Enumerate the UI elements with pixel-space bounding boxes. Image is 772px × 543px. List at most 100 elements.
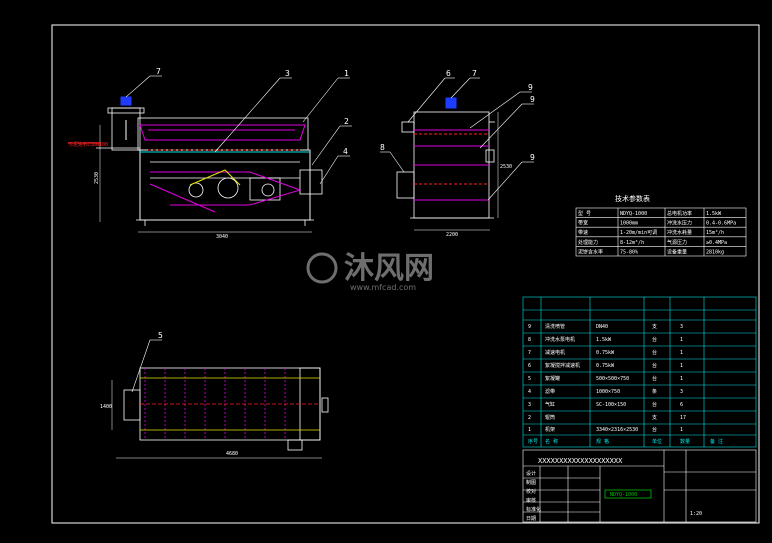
parts-cell: 减速电机: [545, 349, 565, 356]
watermark-cn: 沐风网: [344, 251, 434, 286]
tech-cell: 0.4-0.6MPa: [706, 221, 736, 227]
title-block-label: 标准化: [526, 506, 541, 513]
parts-cell: 台: [652, 362, 657, 369]
dim-plan-width: 4680: [226, 451, 238, 457]
tech-cell: 型 号: [578, 210, 591, 217]
parts-header: 名 称: [545, 438, 558, 445]
parts-header: 备 注: [710, 438, 723, 445]
dim-side-height: 2530: [500, 164, 512, 170]
plan-view-detail: [140, 368, 320, 440]
tech-cell: 泥饼含水率: [578, 248, 603, 255]
parts-cell: 3: [528, 402, 531, 408]
parts-cell: 1: [680, 337, 683, 343]
callout-1-front: 1: [344, 69, 349, 78]
title-block-label: 设计: [526, 470, 536, 477]
tech-table-title: 技术参数表: [615, 194, 650, 203]
parts-cell: 支: [652, 414, 657, 421]
parts-cell: 1: [680, 427, 683, 433]
parts-header: 序号: [528, 438, 538, 445]
drawing-frame: [51, 24, 760, 524]
tech-cell: 设备重量: [667, 248, 687, 255]
front-view: [96, 107, 323, 233]
parts-cell: 1.5kW: [596, 337, 612, 343]
front-view-belts: [68, 96, 310, 213]
dim-side-width: 2200: [446, 232, 458, 238]
parts-cell: 9: [528, 324, 531, 330]
parts-cell: 17: [680, 415, 686, 421]
callout-3-front: 3: [285, 69, 290, 78]
side-view-detail: [414, 97, 489, 201]
tech-cell: 冲洗水耗量: [667, 229, 692, 236]
parts-cell: 0.75kW: [596, 350, 615, 356]
callout-7-front: 7: [156, 67, 161, 76]
tech-cell: 2810kg: [706, 249, 724, 255]
parts-cell: 絮凝搅拌减速机: [545, 362, 580, 369]
parts-cell: 滤带: [545, 388, 555, 395]
tech-cell: 冲洗水压力: [667, 220, 692, 227]
parts-cell: 8: [528, 337, 531, 343]
side-callouts: 6 7 9 9 9 8: [380, 69, 535, 162]
title-block-grid: [522, 449, 757, 523]
dim-plan-height: 1400: [100, 404, 112, 410]
parts-cell: 5: [528, 376, 531, 382]
front-dimensions: 3040 2530 污泥进料口DN100: [68, 141, 228, 240]
front-callout-leaders: [125, 75, 352, 185]
title-block-label: 审核: [526, 497, 536, 504]
plan-view: [111, 367, 329, 459]
watermark-logo-icon: [306, 252, 338, 284]
tech-cell: 75-80%: [620, 249, 638, 255]
title-sheet-scale: 1:20: [690, 511, 702, 517]
tech-cell: 带宽: [578, 220, 588, 227]
callout-2-front: 2: [344, 117, 349, 126]
parts-header: 数量: [680, 438, 690, 445]
parts-header: 单位: [652, 438, 662, 445]
parts-cell: 0.75kW: [596, 363, 615, 369]
parts-cell: 机架: [545, 426, 555, 433]
tech-cell: 8-12m³/h: [620, 240, 644, 246]
tech-table-grid: [575, 207, 747, 257]
parts-cell: 7: [528, 350, 531, 356]
title-block-label: 制图: [526, 479, 536, 486]
callout-9-side-a: 9: [528, 83, 533, 92]
parts-cell: 1: [680, 350, 683, 356]
front-callouts: 7 3 1 2 4: [156, 67, 349, 156]
tech-cell: 气源压力: [667, 239, 687, 246]
parts-cell: 台: [652, 349, 657, 356]
callout-9-side-c: 9: [530, 153, 535, 162]
parts-cell: 2: [528, 415, 531, 421]
mfcad-watermark: 沐风网 www.mfcad.com: [306, 251, 434, 292]
title-block-label: 日期: [526, 516, 536, 522]
parts-cell: 1: [680, 363, 683, 369]
watermark-url: www.mfcad.com: [350, 283, 416, 292]
tech-cell: 带速: [578, 230, 588, 236]
inlet-label: 污泥进料口DN100: [68, 141, 108, 148]
plan-callouts: 5: [158, 331, 163, 340]
parts-cell: 冲洗水泵电机: [545, 336, 575, 343]
plan-dimensions: 4680 1400: [100, 404, 238, 457]
parts-cell: 清洗喷管: [545, 323, 565, 330]
parts-cell: 气缸: [545, 401, 555, 408]
parts-cell: 台: [652, 336, 657, 343]
callout-8-side: 8: [380, 143, 385, 152]
parts-cell: 1000×750: [596, 389, 620, 395]
tech-cell: 1000mm: [620, 221, 638, 227]
parts-cell: 3340×2316×2530: [596, 427, 638, 433]
callout-9-side-b: 9: [530, 95, 535, 104]
dim-front-height: 2530: [94, 172, 100, 184]
parts-cell: 支: [652, 323, 657, 330]
parts-cell: 6: [680, 402, 683, 408]
tech-cell: 总电机功率: [667, 210, 692, 217]
parts-cell: 500×500×750: [596, 376, 629, 382]
tech-cell: ≥0.4MPa: [706, 240, 727, 246]
callout-7-side: 7: [472, 69, 477, 78]
parts-cell: 辊筒: [545, 414, 555, 421]
tech-cell: 1-20m/min可调: [620, 229, 657, 236]
parts-cell: 絮凝罐: [545, 375, 560, 382]
parts-cell: 6: [528, 363, 531, 369]
title-block-label: 校对: [526, 488, 536, 495]
parts-cell: SC-100×150: [596, 402, 626, 408]
